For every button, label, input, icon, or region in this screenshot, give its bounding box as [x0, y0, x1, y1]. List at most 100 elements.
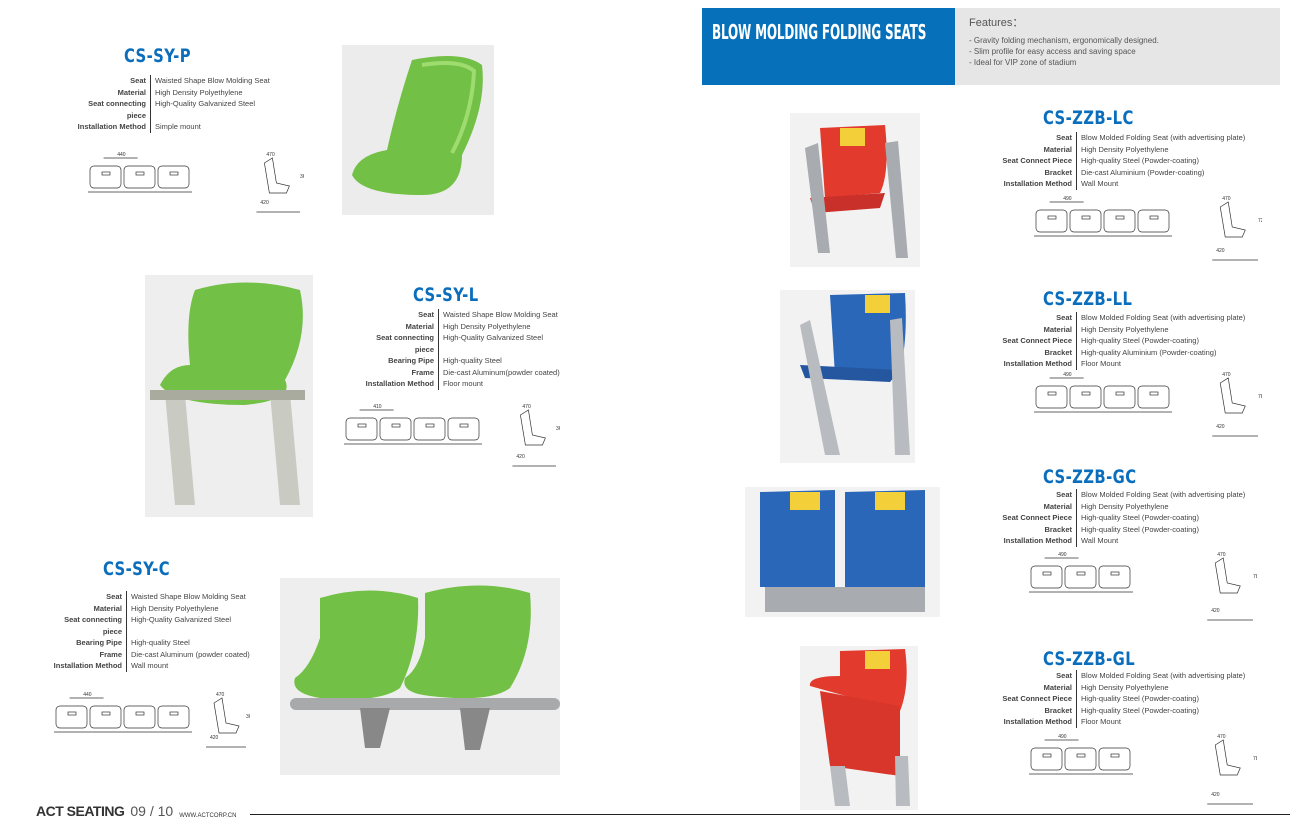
seat-slot: [135, 711, 145, 716]
seat-slot: [1042, 753, 1052, 758]
dimension-drawing-cs-zzb-ll: 490470780420: [1034, 372, 1262, 437]
dimension-label: 470: [1222, 196, 1231, 202]
features-label: Features：: [969, 17, 1024, 29]
spec-value: High-quality Steel: [438, 355, 502, 367]
dimension-drawing-cs-sy-p: 440470365420: [88, 152, 304, 213]
spec-label: Installation Method: [1003, 179, 1072, 188]
dimension-label: 420: [1216, 248, 1225, 254]
seat-slot: [425, 423, 435, 428]
footer-brand: ACT SEATING: [36, 803, 125, 819]
seat-slot: [1076, 753, 1086, 758]
spec-value: Blow Molded Folding Seat (with advertisi…: [1076, 489, 1245, 501]
spec-label: Bracket: [1044, 524, 1072, 534]
feature-item: - Ideal for VIP zone of stadium: [969, 58, 1077, 67]
dimension-label: 365: [246, 714, 250, 720]
spec-label: Seat Connect Piece: [1002, 513, 1072, 522]
dimension-label: 365: [300, 174, 304, 180]
seat-slot: [1115, 215, 1125, 220]
seat-outline: [447, 417, 480, 441]
spec-value: High-quality Steel (Powder-coating): [1076, 155, 1199, 167]
dimension-label: 410: [373, 404, 382, 410]
spec-label: Installation Method: [365, 379, 434, 388]
spec-label: Seat connecting piece: [376, 333, 434, 354]
footer-url[interactable]: WWW.ACTCORP.CN: [179, 813, 237, 819]
dimension-label: 420: [260, 200, 269, 206]
seat-slot: [1115, 391, 1125, 396]
spec-value: Wall Mount: [1076, 535, 1118, 547]
seat-outline: [1064, 565, 1097, 589]
spec-label: Seat: [1056, 313, 1072, 322]
spec-value: Die-cast Aluminum(powder coated): [438, 366, 560, 378]
spec-value: High-quality Steel (Powder-coating): [1076, 693, 1199, 705]
seat-slot: [1149, 391, 1159, 396]
spec-value: High-quality Steel (Powder-coating): [1076, 512, 1199, 524]
side-profile: [213, 697, 240, 734]
dimension-drawing-cs-zzb-gc: 490470780420: [1029, 552, 1257, 621]
seat-slot: [357, 423, 367, 428]
seat-slot: [1042, 571, 1052, 576]
seat-outline: [55, 705, 88, 729]
spec-label: Material: [1043, 324, 1072, 334]
spec-label: Seat: [1056, 133, 1072, 142]
spec-row: Seat Blow Molded Folding Seat (with adver…: [1000, 312, 1245, 324]
seat-outline: [1069, 385, 1102, 409]
section-title: BLOW MOLDING FOLDING SEATS: [712, 20, 927, 44]
side-profile: [1219, 377, 1246, 414]
seat-outline: [1035, 385, 1068, 409]
spec-value: Blow Molded Folding Seat (with advertisi…: [1076, 670, 1245, 682]
spec-table-cs-zzb-ll: Seat Blow Molded Folding Seat (with adver…: [1000, 312, 1245, 370]
dimension-label: 490: [1063, 196, 1072, 202]
seat-slot: [1081, 215, 1091, 220]
seat-slot: [67, 711, 77, 716]
seat-outline: [157, 165, 190, 189]
dimension-label: 470: [522, 404, 531, 410]
spec-label: Seat Connect Piece: [1002, 336, 1072, 345]
dimension-label: 420: [210, 735, 219, 741]
seat-slot: [391, 423, 401, 428]
dimension-label: 365: [556, 426, 560, 432]
spec-value: Blow Molded Folding Seat (with advertisi…: [1076, 312, 1245, 324]
product-photo-cs-zzb-gl: [800, 646, 918, 810]
spec-value: Floor Mount: [1076, 358, 1121, 370]
features-box: Features： - Gravity folding mechanism, e…: [955, 8, 1280, 85]
dimension-label: 490: [1058, 552, 1067, 558]
dimension-label: 420: [1211, 792, 1220, 798]
dimension-label: 470: [1217, 734, 1226, 740]
spec-label: Seat connecting piece: [64, 615, 122, 636]
seat-outline: [1069, 209, 1102, 233]
seat-outline: [1098, 565, 1131, 589]
seat-outline: [345, 417, 378, 441]
seat-outline: [379, 417, 412, 441]
dimension-drawing-cs-sy-l: 410470365420: [344, 404, 560, 467]
seat-slot: [1110, 753, 1120, 758]
seat-slot: [1047, 391, 1057, 396]
spec-value: Waisted Shape Blow Molding Seat: [438, 309, 558, 321]
spec-label: Bracket: [1044, 705, 1072, 715]
seat-outline: [1064, 747, 1097, 771]
dimension-label: 490: [1058, 734, 1067, 740]
spec-label: Installation Method: [53, 661, 122, 670]
seat-slot: [101, 171, 111, 176]
seat-slot: [1076, 571, 1086, 576]
